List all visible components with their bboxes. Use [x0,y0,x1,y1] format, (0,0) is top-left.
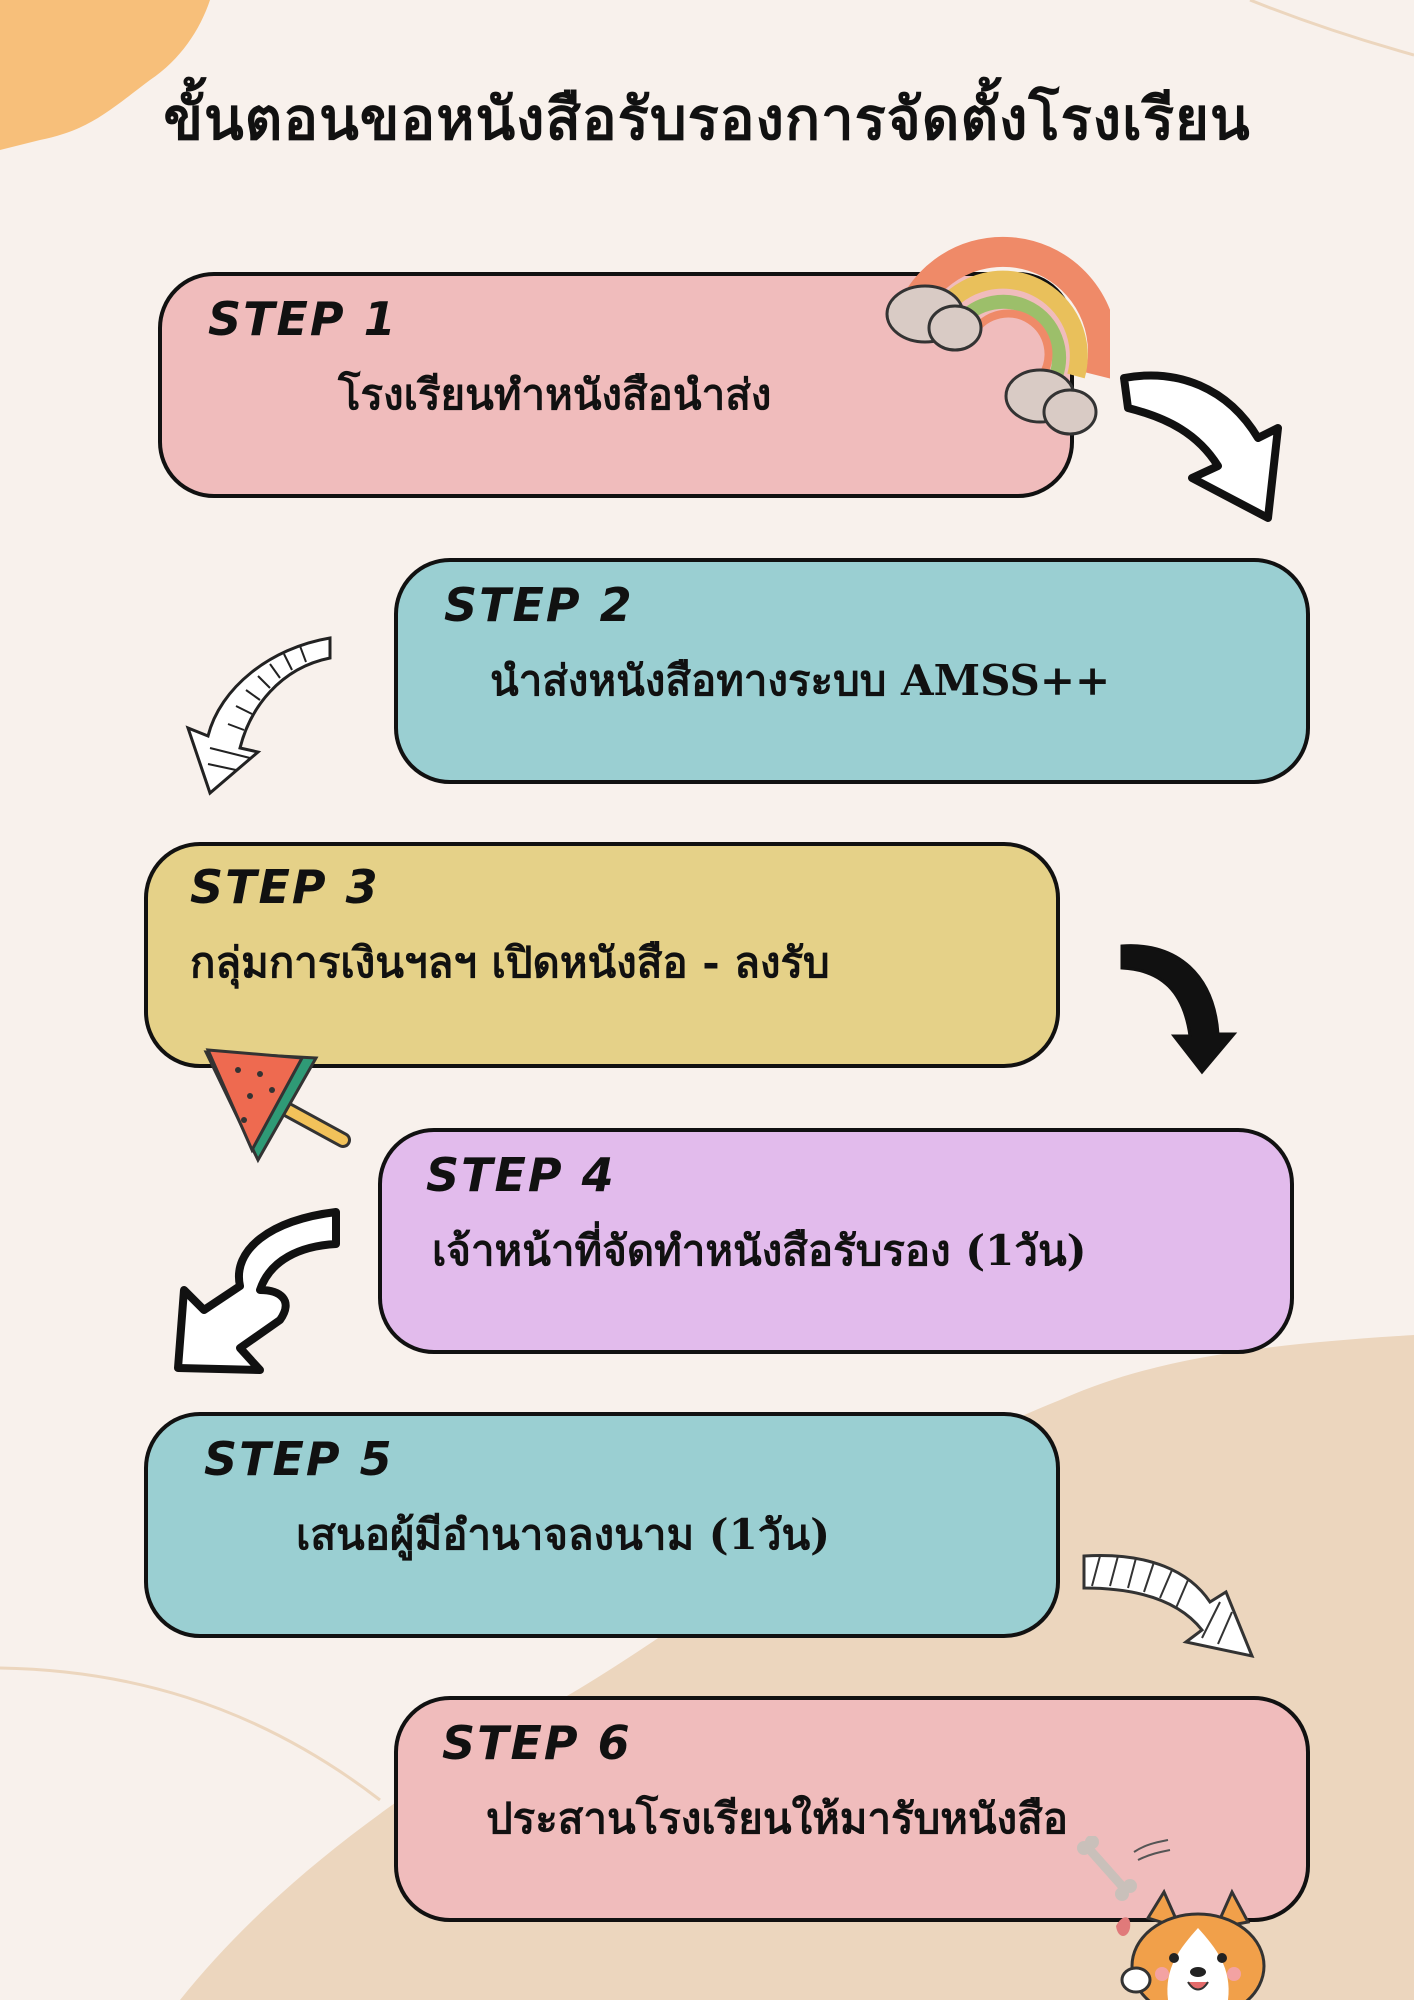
step-text: โรงเรียนทำหนังสือนำส่ง [338,370,772,419]
step-text: เสนอผู้มีอำนาจลงนาม (1วัน) [296,1510,831,1559]
hatched-arrow-icon [185,636,332,796]
step-label: STEP 1 [208,292,398,346]
step-text: นำส่งหนังสือทางระบบ AMSS++ [490,656,1111,705]
step-text: เจ้าหน้าที่จัดทำหนังสือรับรอง (1วัน) [432,1226,1087,1275]
corner-curve-line [1249,0,1414,57]
step-card-1: STEP 1 โรงเรียนทำหนังสือนำส่ง [158,272,1074,498]
solid-arrow-icon [1120,944,1238,1075]
step-card-6: STEP 6 ประสานโรงเรียนให้มารับหนังสือ [394,1696,1310,1922]
step-label: STEP 5 [204,1432,394,1486]
step-card-3: STEP 3 กลุ่มการเงินฯลฯ เปิดหนังสือ - ลงร… [144,842,1060,1068]
bone-icon [1077,1836,1171,1901]
step-label: STEP 6 [442,1716,632,1770]
page-title: ขั้นตอนขอหนังสือรับรองการจัดตั้งโรงเรียน [163,85,1251,153]
corgi-icon [1116,1888,1266,2000]
step-text: ประสานโรงเรียนให้มารับหนังสือ [486,1794,1069,1843]
watermelon-icon [203,1048,351,1164]
step-label: STEP 3 [190,860,380,914]
step-label: STEP 2 [444,578,634,632]
rainbow-icon [885,236,1110,436]
step-card-5: STEP 5 เสนอผู้มีอำนาจลงนาม (1วัน) [144,1412,1060,1638]
s-curved-arrow-icon [174,1208,340,1374]
step-card-2: STEP 2 นำส่งหนังสือทางระบบ AMSS++ [394,558,1310,784]
hatched-arrow-2-icon [1082,1553,1255,1659]
step-card-4: STEP 4 เจ้าหน้าที่จัดทำหนังสือรับรอง (1ว… [378,1128,1294,1354]
curved-arrow-icon [1120,371,1282,522]
orange-paint-splash [0,0,210,150]
step-label: STEP 4 [426,1148,616,1202]
step-text: กลุ่มการเงินฯลฯ เปิดหนังสือ - ลงรับ [190,938,830,987]
lower-curve-line [0,1666,381,1802]
